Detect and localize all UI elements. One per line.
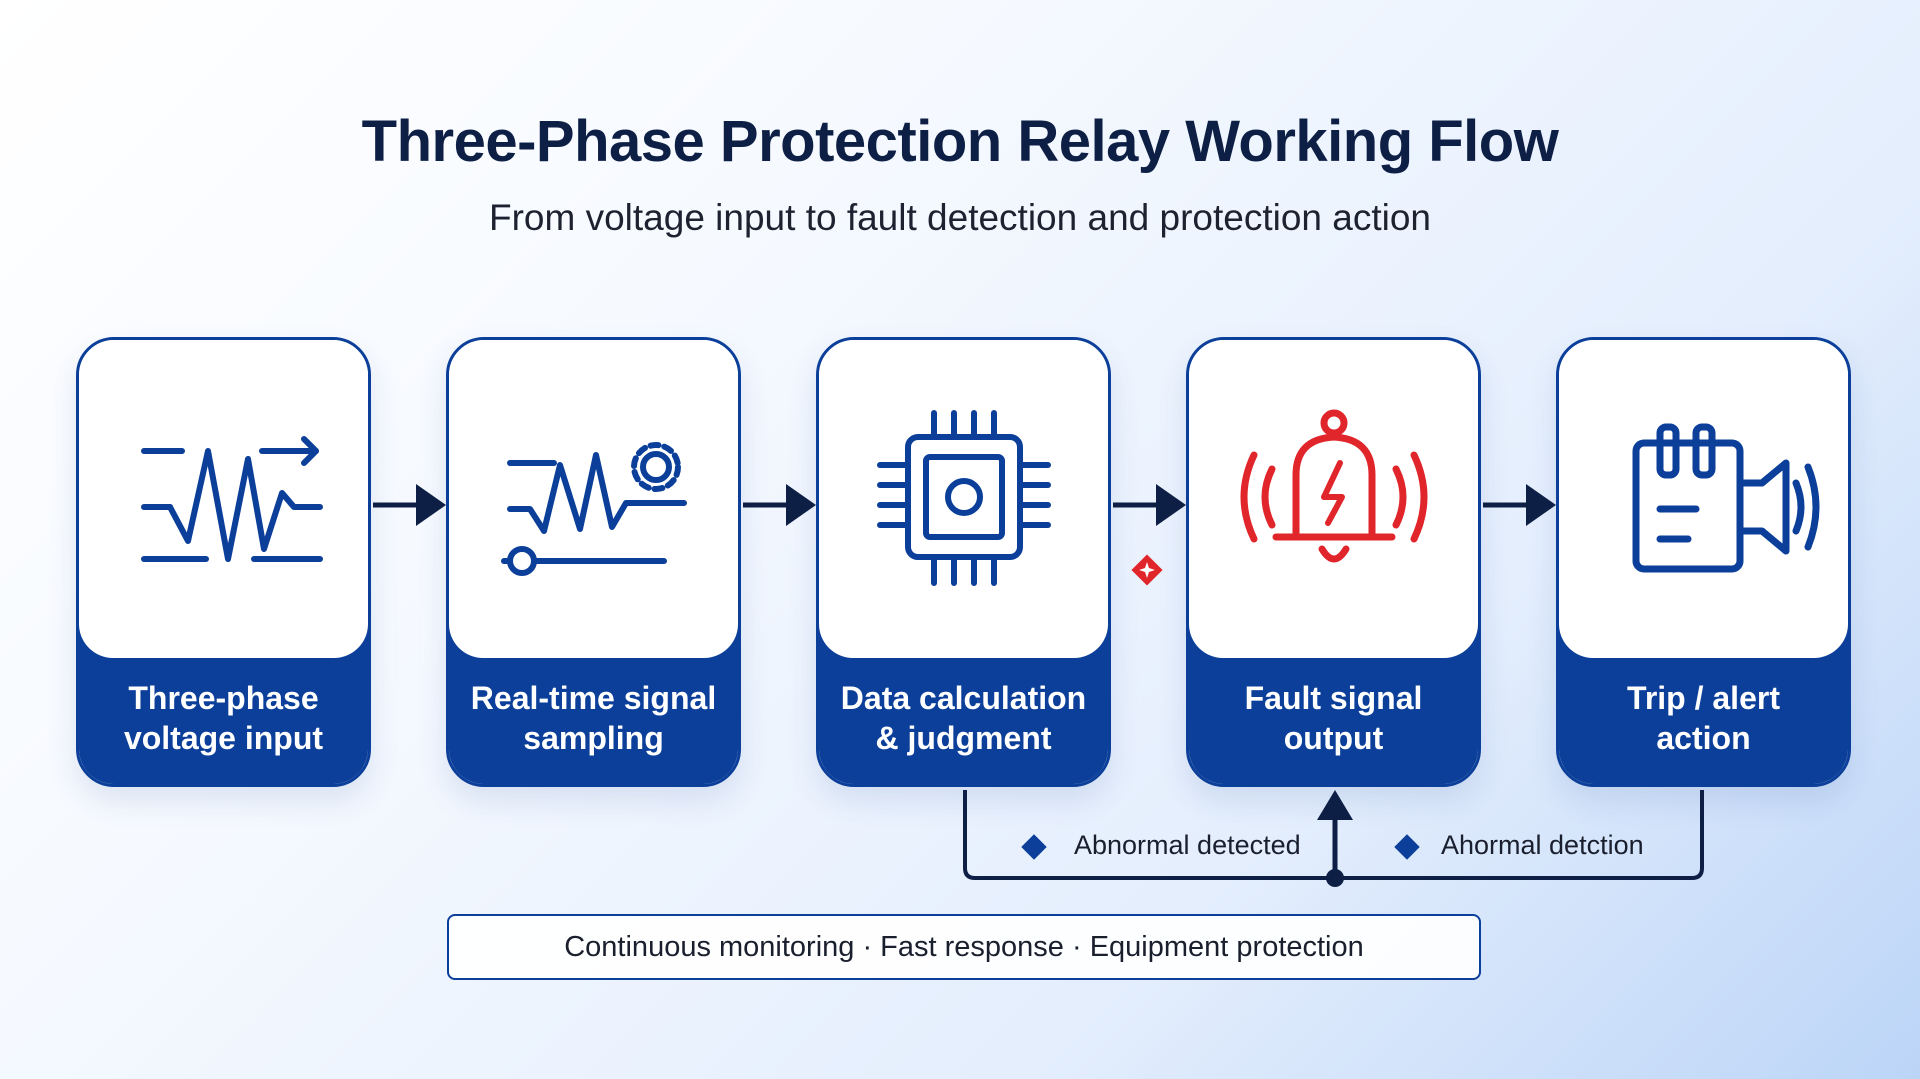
step-label-line: sampling <box>523 720 664 756</box>
step-label-line: & judgment <box>875 720 1052 756</box>
feedback-arrow-head <box>1317 790 1353 820</box>
breaker-speaker-icon <box>1559 340 1848 658</box>
step-card-data-calculation: Data calculation & judgment <box>816 337 1111 787</box>
step-label-line: Data calculation <box>840 680 1087 716</box>
step-card-voltage-input: Three-phase voltage input <box>76 337 371 787</box>
step-label-line: Fault signal <box>1244 680 1423 716</box>
feedback-label-left: Abnormal detected <box>1074 830 1301 860</box>
step-label-line: action <box>1656 720 1751 756</box>
spark-icon <box>1131 554 1163 586</box>
step-card-fault-signal: Fault signal output <box>1186 337 1481 787</box>
diamond-bullet-icon <box>1021 834 1047 860</box>
processor-chip-icon <box>819 340 1108 658</box>
diamond-bullet-icon <box>1394 834 1420 860</box>
step-label-line: voltage input <box>123 720 324 756</box>
diagram-subtitle: From voltage input to fault detection an… <box>488 197 1432 238</box>
step-label-line: output <box>1283 720 1384 756</box>
feedback-label-right: Ahormal detction <box>1441 830 1644 860</box>
step-card-signal-sampling: Real-time signal sampling <box>446 337 741 787</box>
alarm-bell-icon <box>1189 340 1478 658</box>
arrow-head <box>416 484 446 526</box>
diagram-title: Three-Phase Protection Relay Working Flo… <box>361 109 1559 174</box>
summary-banner-text: Continuous monitoring · Fast response · … <box>564 930 1364 963</box>
step-label-line: Trip / alert <box>1627 680 1780 716</box>
step-label-line: Real-time signal <box>470 680 717 716</box>
waveform-arrow-icon <box>79 340 368 658</box>
arrow-head <box>1156 484 1186 526</box>
junction-dot <box>1326 869 1344 887</box>
arrow-head <box>786 484 816 526</box>
summary-banner: Continuous monitoring · Fast response · … <box>447 914 1481 980</box>
signal-gear-icon <box>449 340 738 658</box>
arrow-heads <box>416 484 1556 526</box>
step-label-line: Three-phase <box>128 680 319 716</box>
step-card-trip-action: Trip / alert action <box>1556 337 1851 787</box>
arrow-head <box>1526 484 1556 526</box>
